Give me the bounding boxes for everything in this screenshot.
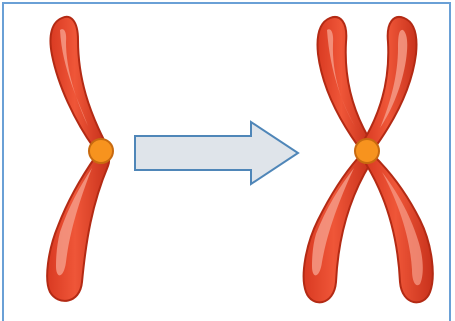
transition-arrow bbox=[135, 122, 298, 184]
chromatid-lower-arm bbox=[47, 154, 109, 301]
unreplicated-chromosome bbox=[47, 17, 113, 301]
arrow-right-icon bbox=[135, 122, 298, 184]
chromatid-lower-arm bbox=[366, 155, 433, 302]
chromatid-lower-arm bbox=[304, 155, 371, 302]
centromere bbox=[89, 139, 113, 163]
centromere bbox=[355, 139, 379, 163]
replicated-chromosome bbox=[304, 17, 433, 302]
chromatid-upper-arm bbox=[364, 17, 417, 149]
chromatid-upper-arm bbox=[318, 17, 371, 149]
chromatid-upper-arm bbox=[50, 17, 104, 149]
